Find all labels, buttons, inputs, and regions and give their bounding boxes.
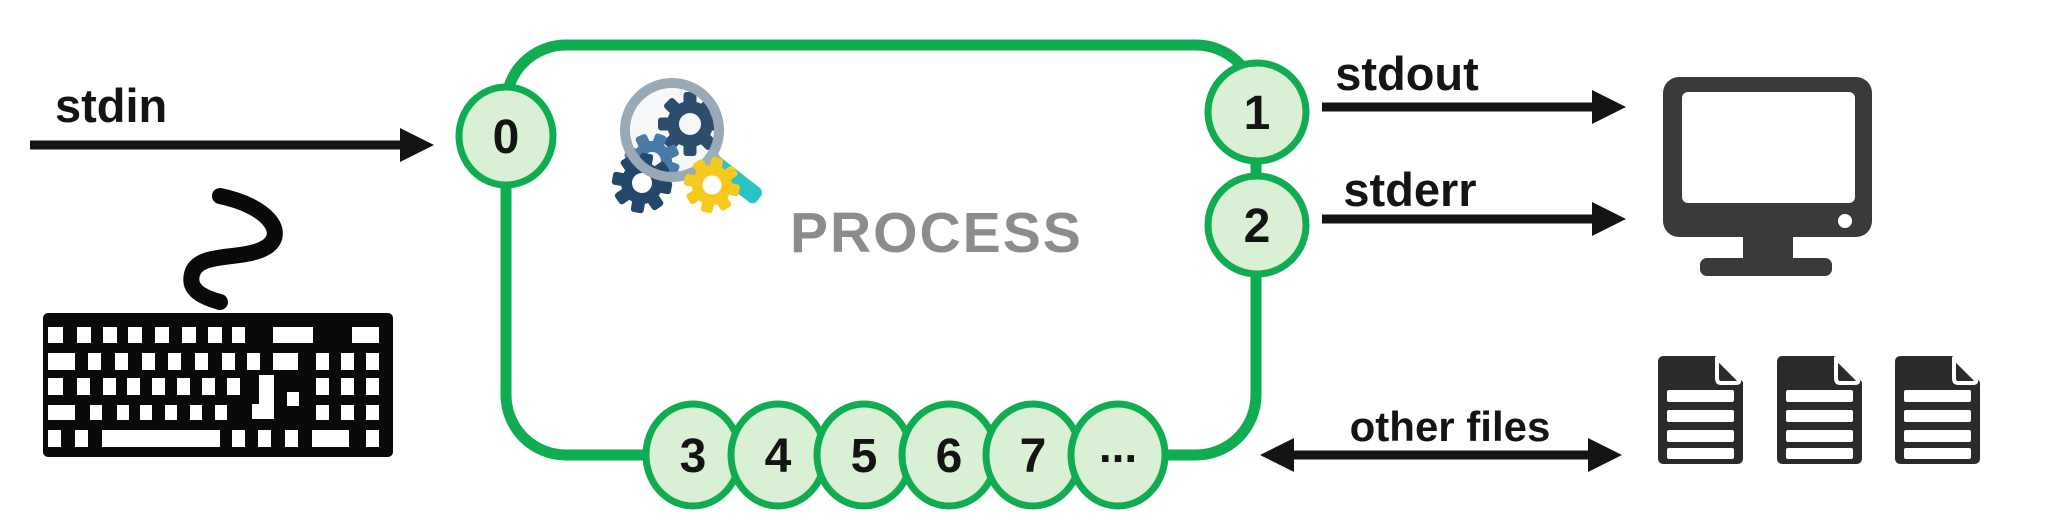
other-files-double-arrow [1260, 438, 1622, 472]
gear-top-icon [658, 92, 722, 156]
fd-label: 1 [1244, 87, 1271, 140]
fd-circle-6: 6 [898, 400, 1000, 510]
keyboard-icon [43, 188, 393, 457]
gear-yellow-icon [683, 156, 741, 214]
fd-label: 6 [936, 430, 963, 483]
stderr-label: stderr [1343, 163, 1476, 216]
stderr-group: stderr [1322, 163, 1626, 236]
stdin-group: stdin [30, 79, 434, 162]
magnifier-ring [620, 78, 724, 182]
document-icon [1777, 356, 1862, 464]
document-icon [1658, 356, 1743, 464]
fd-circle-1: 1 [1204, 59, 1310, 165]
stdout-arrow [1322, 90, 1626, 124]
fd-circle-7: 7 [982, 400, 1084, 510]
fd-circle-3: 3 [642, 400, 744, 510]
document-stack-icon [1658, 356, 1980, 464]
stdin-label: stdin [55, 79, 167, 132]
cable-squiggle-icon [183, 188, 283, 310]
fd-label: 4 [765, 430, 792, 483]
fd-circle-4: 4 [727, 400, 829, 510]
fd-label: ... [1099, 420, 1137, 472]
other-files-group: other files [1260, 403, 1622, 472]
other-files-label: other files [1350, 403, 1551, 450]
stderr-arrow [1322, 202, 1626, 236]
fd-circle-2: 2 [1204, 172, 1310, 278]
fd-label: 7 [1020, 430, 1047, 483]
fd-circle-more: ... [1067, 400, 1169, 510]
monitor-icon [1663, 77, 1872, 276]
fd-label: 0 [493, 111, 520, 164]
stdout-group: stdout [1322, 47, 1626, 124]
document-icon [1895, 356, 1980, 464]
fd-circle-0: 0 [455, 83, 557, 189]
fd-label: 5 [851, 430, 878, 483]
stdout-label: stdout [1335, 47, 1479, 100]
fd-label: 2 [1244, 200, 1271, 253]
stdin-arrow [30, 128, 434, 162]
fd-label: 3 [680, 430, 707, 483]
process-title: PROCESS [790, 201, 1083, 265]
magnifier-gears-icon [611, 78, 763, 214]
fd-circle-5: 5 [813, 400, 915, 510]
